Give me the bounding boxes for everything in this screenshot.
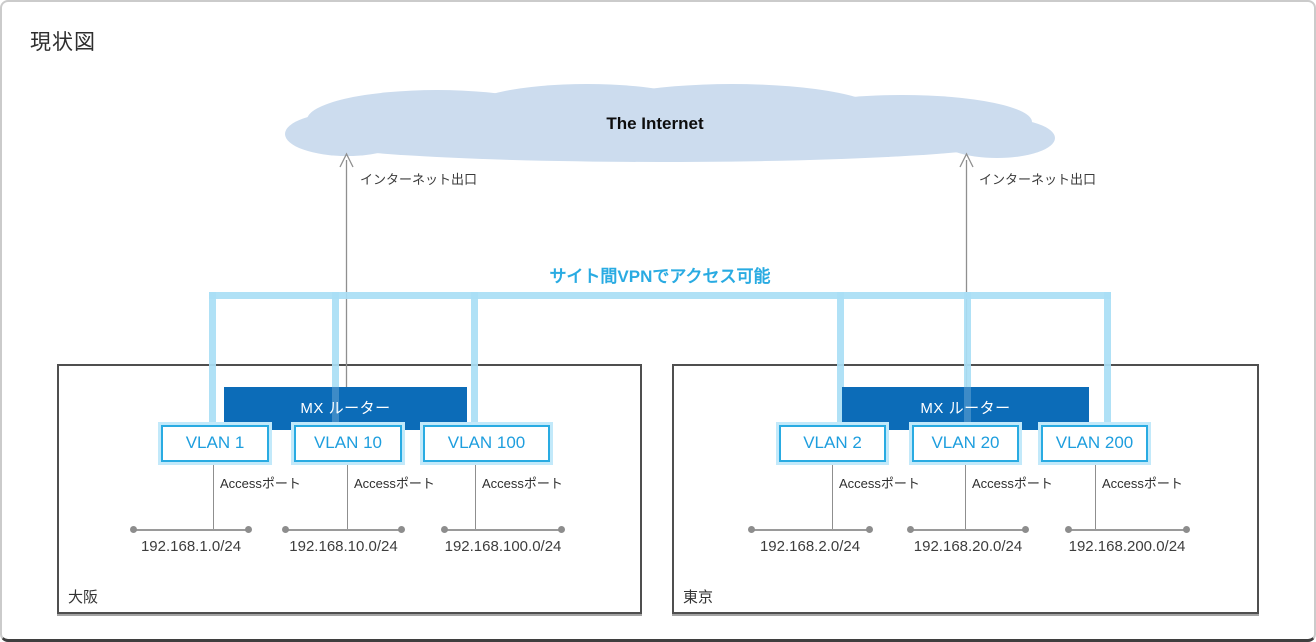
subnet-segment [282,526,405,533]
subnet-segment [130,526,252,533]
vpn-branch-line [837,292,844,425]
vlan-subnet-connector [475,463,476,530]
vlan-subnet-connector [213,463,214,530]
site-box-osaka [57,364,642,614]
vlan-box-10: VLAN 10 [294,425,402,462]
vlan-box-20: VLAN 20 [912,425,1019,462]
vlan-box-1: VLAN 1 [161,425,269,462]
access-port-label: Accessポート [482,476,563,491]
site-name-osaka: 大阪 [68,589,99,606]
internet-label: The Internet [606,114,704,133]
vlan-subnet-connector [965,463,966,530]
vlan-subnet-connector [832,463,833,530]
subnet-segment [441,526,565,533]
vpn-overlap-highlight [332,387,339,430]
vlan-box-2: VLAN 2 [779,425,886,462]
vpn-label: サイト間VPNでアクセス可能 [549,267,771,286]
subnet-label: 192.168.200.0/24 [1068,538,1186,555]
internet-exit-label-left: インターネット出口 [360,172,478,187]
subnet-label: 192.168.2.0/24 [759,538,861,555]
access-port-label: Accessポート [972,476,1053,491]
subnet-segment [1065,526,1190,533]
access-port-label: Accessポート [220,476,301,491]
subnet-label: 192.168.20.0/24 [913,538,1023,555]
site-name-tokyo: 東京 [683,589,714,606]
vpn-branch-line [332,292,339,425]
subnet-label: 192.168.100.0/24 [444,538,562,555]
mx-router-tokyo: MX ルーター [842,387,1089,430]
vpn-branch-line [1104,292,1111,425]
page-title: 現状図 [30,31,96,54]
vpn-trunk-line [209,292,1111,299]
subnet-label: 192.168.10.0/24 [289,538,398,555]
vlan-box-100: VLAN 100 [423,425,550,462]
vlan-subnet-connector [1095,463,1096,530]
vpn-branch-line [471,292,478,425]
access-port-label: Accessポート [354,476,435,491]
vpn-branch-line [209,292,216,425]
internet-uplink-arrow-left [339,152,354,388]
internet-cloud-icon [285,84,1055,162]
vlan-subnet-connector [347,463,348,530]
vlan-box-200: VLAN 200 [1041,425,1148,462]
subnet-segment [748,526,873,533]
vpn-overlap-highlight [964,387,971,430]
access-port-label: Accessポート [1102,476,1183,491]
vpn-branch-line [964,292,971,425]
subnet-segment [907,526,1029,533]
internet-exit-label-right: インターネット出口 [979,172,1097,187]
subnet-label: 192.168.1.0/24 [140,538,242,555]
mx-router-osaka: MX ルーター [224,387,467,430]
access-port-label: Accessポート [839,476,920,491]
